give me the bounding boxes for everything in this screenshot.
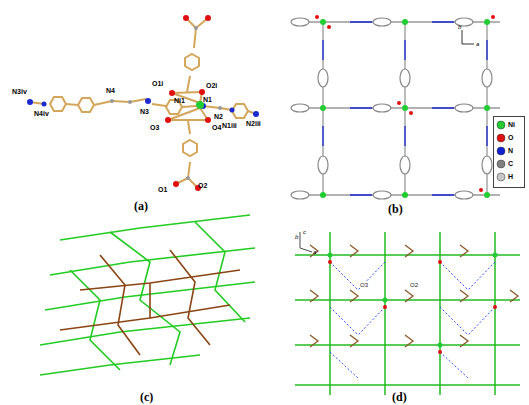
legend-text: C (508, 160, 513, 167)
panel-label: (d) (392, 391, 407, 403)
atom-label: N4iv (34, 110, 49, 117)
legend-swatch (496, 120, 506, 130)
legend: NiONCH (493, 116, 525, 188)
atom-label: N1 (203, 96, 212, 103)
legend-text: Ni (508, 121, 515, 128)
legend-text: O (508, 134, 513, 141)
legend-text: H (508, 173, 513, 180)
axis-label: a (476, 41, 479, 47)
legend-swatch (496, 159, 506, 169)
axis-label: c (303, 229, 306, 235)
atom-label: O2 (198, 182, 207, 189)
legend-swatch (496, 172, 506, 182)
axis-label: a (313, 249, 316, 255)
atom-label: O1 (158, 186, 167, 193)
legend-swatch (496, 133, 506, 143)
atom-label: N4 (106, 87, 115, 94)
panel-label: (c) (140, 391, 153, 403)
atom-label: Ni1 (174, 97, 185, 104)
atom-label: N3iv (12, 88, 27, 95)
axis-label: b (458, 24, 461, 30)
atom-label: O3 (150, 124, 159, 131)
atom-label: O3 (360, 282, 368, 288)
panel-label: (b) (388, 203, 403, 215)
atom-label: N2iii (246, 120, 261, 127)
axis-label: b (295, 234, 298, 240)
atom-label: N1iii (222, 122, 237, 129)
legend-swatch (496, 146, 506, 156)
panel-label: (a) (134, 200, 148, 212)
atom-label: O4 (212, 124, 221, 131)
atom-label: O1i (152, 80, 163, 87)
atom-label: O2 (410, 282, 418, 288)
legend-text: N (508, 147, 513, 154)
atom-label: N3 (140, 108, 149, 115)
atom-label: N2 (214, 113, 223, 120)
atom-label: O2i (206, 82, 217, 89)
